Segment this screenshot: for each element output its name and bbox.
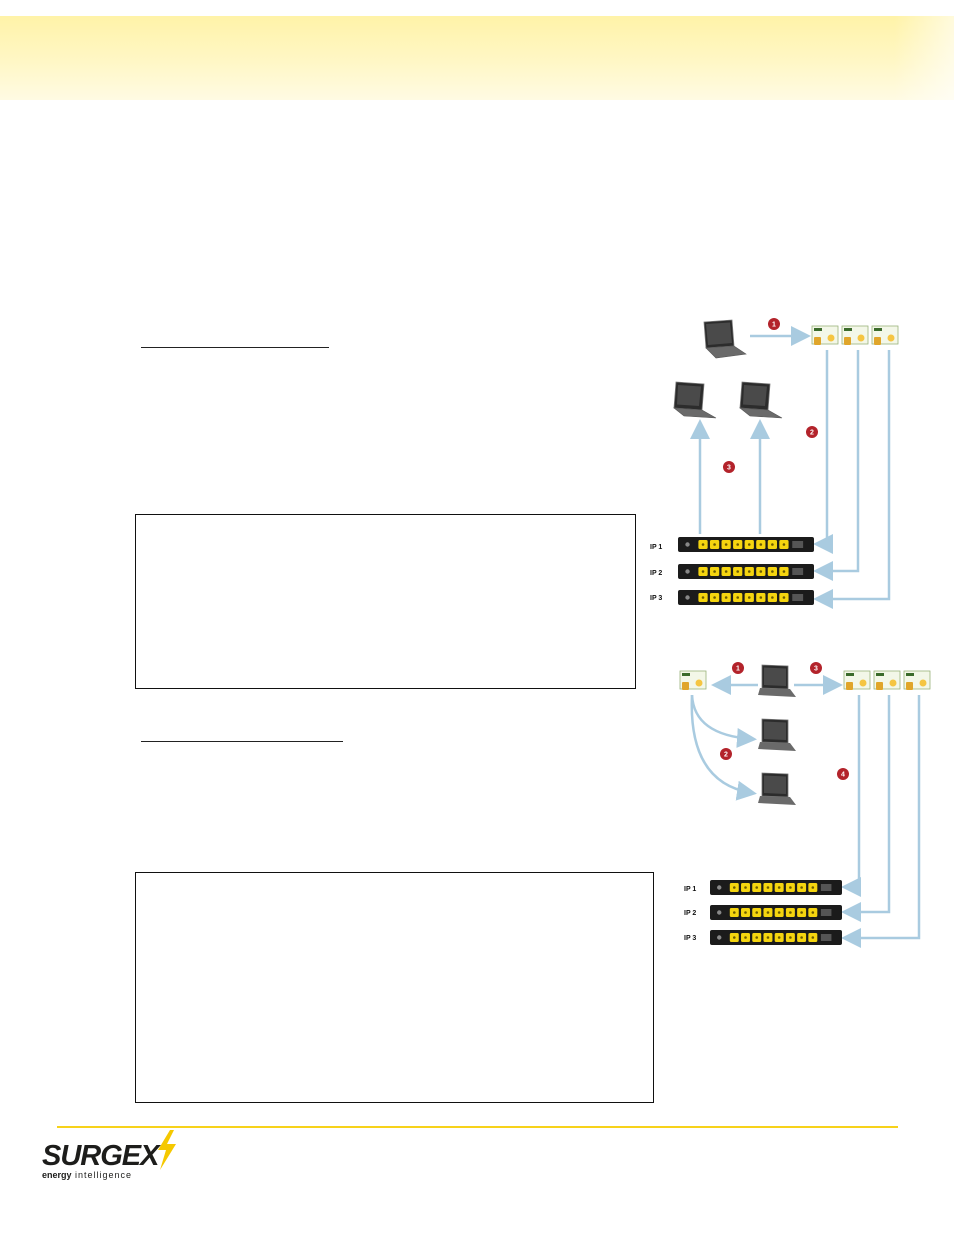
pdu-unit <box>678 590 814 605</box>
network-port-icon <box>792 594 804 601</box>
svg-text:1: 1 <box>736 666 740 673</box>
certificate-icon <box>843 670 871 690</box>
lightning-bolt-icon <box>158 1130 176 1170</box>
svg-text:4: 4 <box>841 772 845 779</box>
network-diagram-bottom: 1 2 3 4 IP 1 IP 2 IP 3 <box>679 662 931 948</box>
power-switch-icon <box>685 595 690 600</box>
pdu-unit <box>710 930 842 945</box>
network-port-icon <box>792 541 804 548</box>
ip-label: IP 2 <box>684 910 696 917</box>
step-badge: 2 <box>720 748 732 760</box>
certificate-icon <box>873 670 901 690</box>
power-switch-icon <box>685 542 690 547</box>
network-diagram-top: 1 2 3 IP 1 IP 2 IP 3 <box>650 318 899 609</box>
ip-label: IP 3 <box>650 595 662 602</box>
network-port-icon <box>820 909 832 916</box>
step-badge: 3 <box>810 662 822 674</box>
svg-text:3: 3 <box>727 465 731 472</box>
laptop-icon <box>703 319 747 359</box>
text-box-bottom <box>135 872 654 1103</box>
logo-wordmark: SURGEX <box>42 1140 159 1172</box>
power-switch-icon <box>717 910 722 915</box>
certificate-icon <box>903 670 931 690</box>
certificate-icon <box>811 325 839 345</box>
certificate-icon <box>679 670 707 690</box>
ip-label: IP 2 <box>650 570 662 577</box>
svg-text:1: 1 <box>772 322 776 329</box>
certificate-icon <box>841 325 869 345</box>
step-badge: 4 <box>837 768 849 780</box>
network-port-icon <box>792 568 804 575</box>
section-heading-bottom-underline <box>141 741 343 742</box>
pdu-unit <box>710 905 842 920</box>
ip-label: IP 1 <box>684 886 696 893</box>
step-badge: 2 <box>806 426 818 438</box>
step-badge: 3 <box>723 461 735 473</box>
network-port-icon <box>820 884 832 891</box>
pdu-unit <box>678 537 814 552</box>
pdu-unit <box>678 564 814 579</box>
power-switch-icon <box>717 885 722 890</box>
power-switch-icon <box>717 935 722 940</box>
laptop-icon <box>758 664 796 697</box>
ip-label: IP 3 <box>684 935 696 942</box>
pdu-unit <box>710 880 842 895</box>
svg-text:3: 3 <box>814 666 818 673</box>
laptop-icon <box>739 381 783 419</box>
section-heading-top-underline <box>141 347 329 348</box>
network-port-icon <box>820 934 832 941</box>
step-badge: 1 <box>732 662 744 674</box>
ip-label: IP 1 <box>650 544 662 551</box>
header-band <box>0 16 954 100</box>
certificate-icon <box>871 325 899 345</box>
footer-rule <box>57 1126 898 1128</box>
text-box-top <box>135 514 636 689</box>
laptop-icon <box>758 718 796 751</box>
logo-tagline: energy intelligence <box>42 1170 133 1180</box>
power-switch-icon <box>685 569 690 574</box>
laptop-icon <box>673 381 717 419</box>
step-badge: 1 <box>768 318 780 330</box>
svg-text:2: 2 <box>810 430 814 437</box>
surgex-logo: SURGEX energy intelligence <box>40 1130 190 1186</box>
svg-text:2: 2 <box>724 752 728 759</box>
laptop-icon <box>758 772 796 805</box>
